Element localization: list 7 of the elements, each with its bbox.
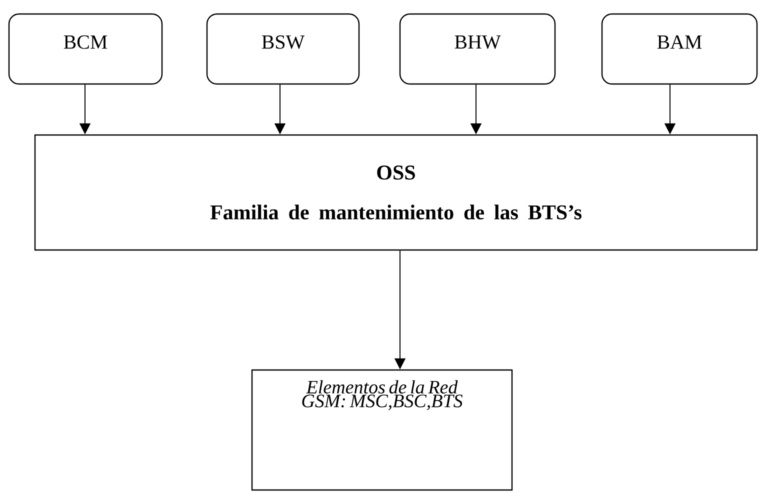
- process-box: OSS Familia de mantenimiento de las BTS’s: [34, 134, 758, 251]
- rounded-box: BAM: [601, 13, 758, 85]
- rounded-box: BSW: [206, 13, 360, 85]
- process-box: [251, 369, 513, 491]
- rounded-box: BCM: [8, 13, 163, 85]
- box-text: Elementos de la Red GSM: MSC,BSC,BTS: [302, 380, 463, 410]
- rounded-box: BHW: [399, 13, 556, 85]
